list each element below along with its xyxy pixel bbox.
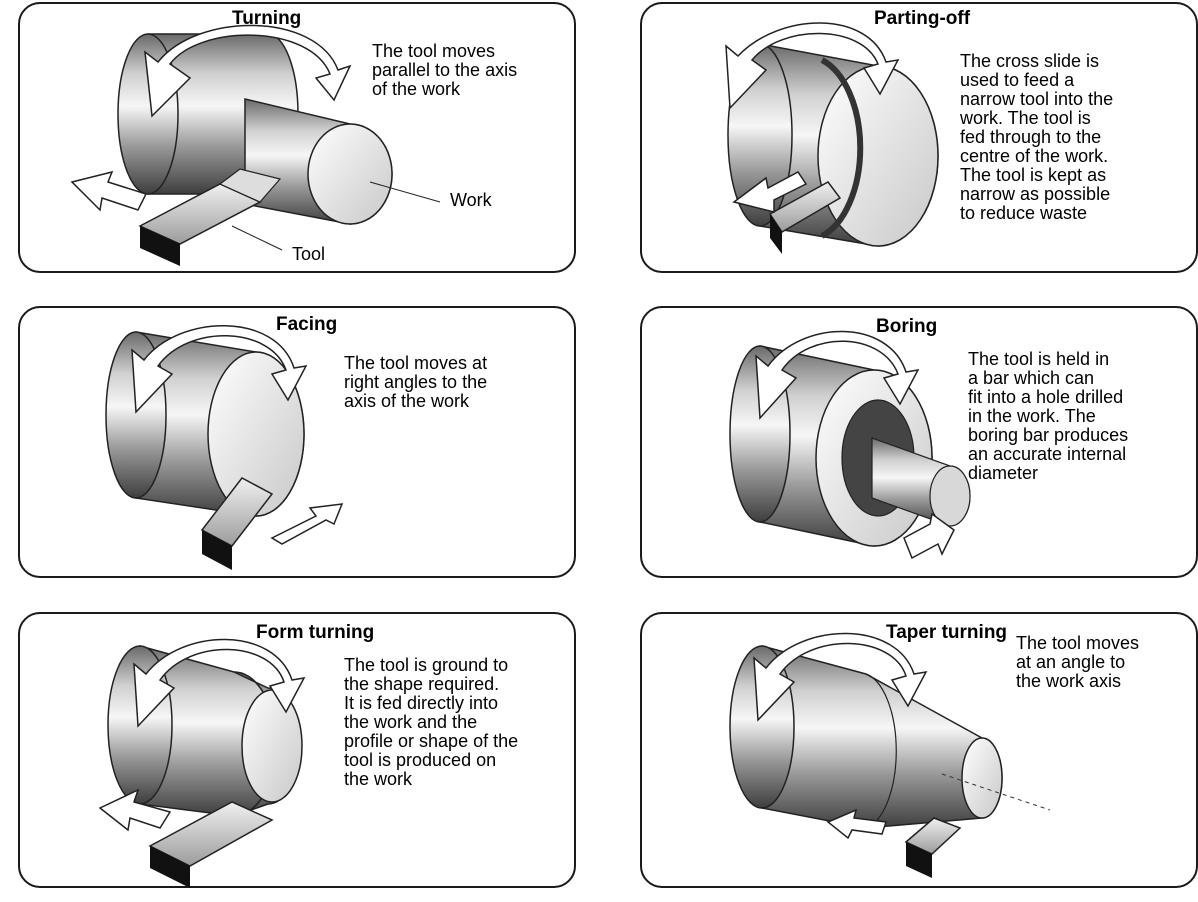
facing-illustration — [105, 325, 344, 570]
panel-boring: Boring The tool is held in a bar which c… — [640, 306, 1198, 578]
panel-description: The tool moves parallel to the axis of t… — [372, 41, 518, 99]
panel-title: Facing — [276, 314, 338, 335]
tool-label: Tool — [292, 244, 326, 264]
panel-title: Form turning — [256, 622, 375, 643]
boring-illustration — [729, 330, 971, 560]
work-label: Work — [450, 190, 492, 210]
panel-facing: Facing The tool moves at right angles to… — [18, 306, 576, 578]
panel-parting-off: Parting-off The cross slide is used to f… — [640, 2, 1198, 273]
panel-description: The tool moves at an angle to the work a… — [1016, 633, 1140, 691]
turning-illustration — [70, 24, 441, 266]
taper-turning-illustration — [729, 632, 1051, 878]
panel-description: The cross slide is used to feed a narrow… — [960, 51, 1114, 223]
panel-title: Parting-off — [874, 8, 971, 29]
panel-form-turning: Form turning The tool is ground to the s… — [18, 612, 576, 888]
panel-title: Taper turning — [886, 622, 1008, 643]
panel-turning: Turning The tool moves parallel to the a… — [18, 2, 576, 273]
panel-description: The tool moves at right angles to the ax… — [344, 353, 488, 411]
panel-taper-turning: Taper turning The tool moves at an angle… — [640, 612, 1198, 888]
panel-title: Turning — [232, 8, 302, 29]
panel-title: Boring — [876, 316, 938, 337]
parting-off-illustration — [725, 22, 939, 254]
panel-description: The tool is held in a bar which can fit … — [968, 349, 1129, 483]
form-turning-illustration — [98, 638, 306, 888]
panel-description: The tool is ground to the shape required… — [344, 655, 519, 789]
